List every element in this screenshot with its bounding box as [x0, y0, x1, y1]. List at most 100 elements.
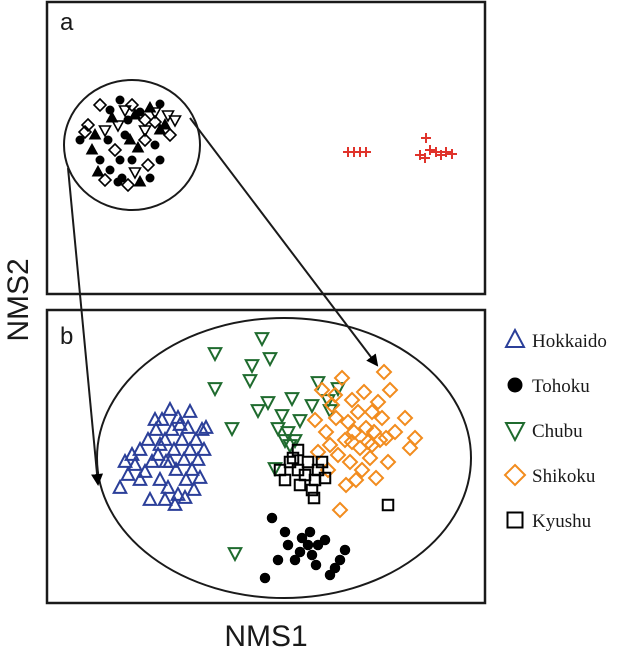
legend-item-chubu: Chubu: [504, 421, 583, 443]
panel-a-label: a: [60, 9, 74, 36]
black-cluster-point: [168, 115, 182, 128]
legend-marker-shikoku: [503, 463, 527, 487]
black-cluster-point: [158, 117, 172, 130]
legend-marker-chubu: [504, 422, 526, 443]
red-cross-point: [361, 147, 371, 157]
hokkaido-point: [120, 465, 136, 481]
black-cluster-point: [143, 100, 157, 113]
black-cluster-point: [120, 130, 130, 140]
tohoku-point: [310, 559, 322, 571]
hokkaido-point: [186, 480, 202, 496]
legend-label-chubu: Chubu: [532, 421, 583, 442]
shikoku-point: [345, 423, 363, 441]
shikoku-point: [317, 423, 335, 441]
hokkaido-point: [166, 440, 182, 456]
hokkaido-point: [148, 420, 164, 436]
shikoku-point: [357, 419, 375, 437]
hokkaido-point: [184, 460, 200, 476]
tohoku-point: [304, 526, 316, 538]
hokkaido-point: [167, 495, 183, 511]
shikoku-point: [343, 433, 361, 451]
hokkaido-point: [132, 440, 148, 456]
tohoku-point: [279, 526, 291, 538]
shikoku-point: [353, 461, 371, 479]
shikoku-point: [363, 403, 381, 421]
kyushu-point: [293, 478, 307, 492]
black-cluster-point: [137, 132, 153, 148]
black-cluster-point: [91, 164, 105, 177]
shikoku-point: [343, 391, 361, 409]
black-cluster-point: [105, 165, 115, 175]
legend-label-hokkaido: Hokkaido: [532, 331, 607, 352]
hokkaido-point: [157, 430, 173, 446]
shikoku-point: [333, 369, 351, 387]
shikoku-point: [339, 413, 357, 431]
red-cross-point: [421, 133, 431, 143]
kyushu-point: [311, 463, 325, 477]
black-cluster-point: [77, 124, 93, 140]
black-cluster-point: [155, 155, 165, 165]
tohoku-point: [289, 554, 301, 566]
hokkaido-point: [168, 460, 184, 476]
hokkaido-point: [170, 485, 186, 501]
tohoku-point: [339, 544, 351, 556]
shikoku-point: [375, 363, 393, 381]
hokkaido-point: [182, 440, 198, 456]
tohoku-point: [319, 534, 331, 546]
chubu-point: [274, 409, 290, 425]
zoom-arrow-left: [67, 167, 104, 486]
hokkaido-point: [160, 478, 176, 494]
cluster-zoom-ellipse: [96, 317, 472, 599]
hokkaido-point: [162, 452, 178, 468]
hokkaido-point: [157, 490, 173, 506]
legend-label-kyushu: Kyushu: [532, 511, 592, 532]
shikoku-point: [309, 443, 327, 461]
shikoku-point: [369, 393, 387, 411]
black-cluster-point: [162, 127, 178, 143]
black-cluster-point: [128, 167, 142, 180]
hokkaido-point: [142, 490, 158, 506]
hokkaido-point: [152, 435, 168, 451]
legend-item-tohoku: Tohoku: [507, 376, 590, 397]
shikoku-point: [406, 429, 424, 447]
zoom-arrow-right: [189, 117, 379, 367]
hokkaido-point: [172, 415, 188, 431]
shikoku-point: [371, 431, 389, 449]
chubu-point: [287, 434, 303, 450]
hokkaido-point: [182, 402, 198, 418]
shikoku-point: [355, 383, 373, 401]
chubu-point: [207, 347, 223, 363]
tohoku-point: [282, 539, 294, 551]
legend-label-tohoku: Tohoku: [532, 376, 590, 397]
shikoku-point: [329, 446, 347, 464]
black-cluster-point: [80, 117, 96, 133]
hokkaido-point: [117, 452, 133, 468]
legend-item-hokkaido: Hokkaido: [504, 327, 607, 352]
hokkaido-point: [170, 408, 186, 424]
legend-item-kyushu: Kyushu: [506, 511, 592, 532]
black-cluster-point: [148, 107, 162, 120]
panel-a-frame: [45, 0, 487, 296]
chubu-point: [227, 547, 243, 563]
hokkaido-point: [140, 430, 156, 446]
chubu-point: [250, 404, 266, 420]
red-cross-point: [425, 145, 435, 155]
shikoku-point: [341, 453, 359, 471]
legend-marker-kyushu: [506, 511, 524, 529]
shikoku-point: [337, 476, 355, 494]
hokkaido-point: [178, 470, 194, 486]
black-cluster-point: [107, 142, 123, 158]
black-cluster-point: [124, 97, 140, 113]
black-cluster-point: [115, 155, 125, 165]
black-cluster-point: [137, 112, 153, 128]
shikoku-point: [363, 436, 381, 454]
red-cross-point: [447, 149, 457, 159]
red-cross-point: [441, 147, 451, 157]
tohoku-point: [266, 512, 278, 524]
chubu-point: [267, 462, 283, 478]
black-cluster-point: [123, 132, 137, 145]
black-cluster-point: [128, 107, 142, 120]
black-cluster-point: [127, 155, 137, 165]
red-cross-point: [420, 153, 430, 163]
